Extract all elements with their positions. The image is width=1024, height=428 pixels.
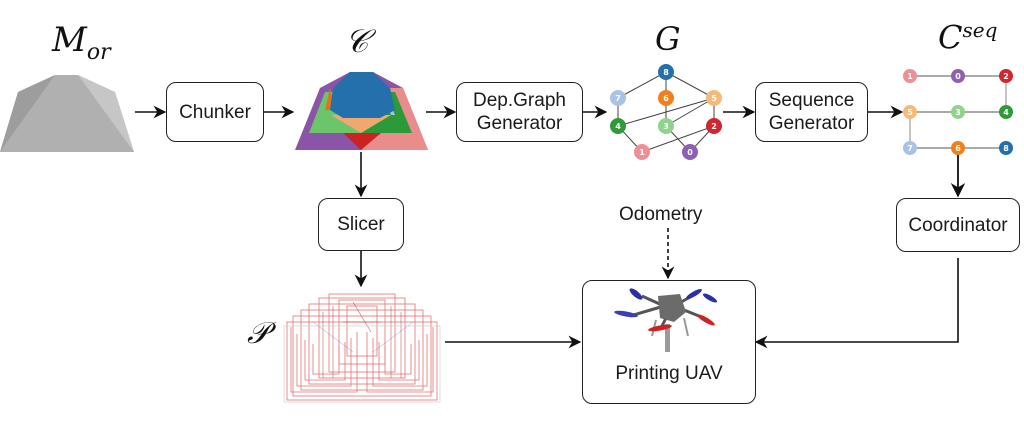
node-label: 2 [1003,72,1009,81]
sequence-generator-block: Sequence Generator [755,82,868,142]
graph-node: 2 [999,69,1013,83]
symbol-main: C [938,18,963,57]
graph-node: 5 [903,105,917,119]
seq-gen-label-line1: Sequence [768,90,855,111]
graph-edge [665,71,715,99]
node-label: 8 [663,68,669,77]
node-label: 7 [615,94,621,103]
node-label: 4 [1003,108,1009,117]
toolpaths-image [283,293,441,403]
arrow-coordinator-to-uav [754,258,959,349]
graph-node: 4 [999,105,1013,119]
graph-node: 1 [634,144,650,160]
print-sequence: 0 1 2 3 4 5 6 7 8 [903,69,1013,155]
odometry-label: Odometry [619,204,703,225]
node-circle [951,141,965,155]
dep-graph-label-line1: Dep.Graph [473,90,566,111]
coordinator-block: Coordinator [896,198,1020,252]
node-label: 1 [907,72,913,81]
graph-edge [617,71,667,99]
slicer-block: Slicer [318,198,404,251]
chunker-label: Chunker [179,101,251,123]
node-circle [706,118,722,134]
symbol-sup: seq [962,18,998,42]
node-circle [951,69,965,83]
graph-node: 1 [903,69,917,83]
node-label: 5 [711,94,717,103]
original-model-shape [0,75,134,152]
node-circle [951,105,965,119]
node-circle [706,90,722,106]
node-label: 6 [663,94,669,103]
node-label: 1 [639,148,645,157]
printing-uav-label: Printing UAV [615,363,723,384]
graph-node: 3 [951,105,965,119]
node-circle [682,144,698,160]
node-circle [903,141,917,155]
node-circle [903,69,917,83]
node-circle [999,105,1013,119]
graph-node: 3 [658,118,674,134]
graph-node: 6 [951,141,965,155]
seq-gen-label-line2: Generator [768,113,855,134]
coordinator-label: Coordinator [908,214,1008,236]
graph-node: 8 [658,64,674,80]
graph-node: 4 [610,118,626,134]
node-label: 3 [955,108,961,117]
graph-node: 0 [951,69,965,83]
node-label: 6 [955,144,961,153]
node-label: 4 [615,122,621,131]
node-label: 5 [907,108,913,117]
node-circle [999,69,1013,83]
graph-edge [665,97,715,127]
chunker-block: Chunker [166,82,264,142]
node-circle [634,144,650,160]
node-label: 2 [711,122,717,131]
graph-edge [617,97,715,127]
symbol-main: M [52,20,87,60]
node-label: 3 [663,122,669,131]
node-circle [610,90,626,106]
node-circle [610,118,626,134]
node-circle [999,141,1013,155]
graph-symbol: G [655,20,681,58]
symbol-sub: or [86,39,111,65]
node-circle [658,90,674,106]
graph-node: 8 [999,141,1013,155]
dep-graph-generator-block: Dep.Graph Generator [456,82,583,142]
graph-node: 7 [610,90,626,106]
node-circle [658,64,674,80]
node-label: 0 [687,148,693,157]
graph-node: 0 [682,144,698,160]
node-circle [658,118,674,134]
node-circle [903,105,917,119]
dep-graph-label-line2: Generator [476,113,563,134]
chunks-symbol: 𝒞 [345,22,369,60]
sequence-symbol: Cseq [938,18,997,57]
slicer-label: Slicer [337,214,385,235]
graph-node: 6 [658,90,674,106]
graph-edge [641,125,715,153]
graph-node: 7 [903,141,917,155]
dependency-graph: 0 1 2 3 4 5 6 7 8 [610,64,722,160]
node-label: 0 [955,72,961,81]
original-model-symbol: Mor [52,20,111,65]
graph-node: 5 [706,90,722,106]
node-label: 8 [1003,144,1009,153]
paths-symbol: 𝒫 [247,316,269,351]
uav-icon [614,288,718,352]
node-label: 7 [907,144,913,153]
chunked-model-shape [295,72,428,150]
graph-node: 2 [706,118,722,134]
